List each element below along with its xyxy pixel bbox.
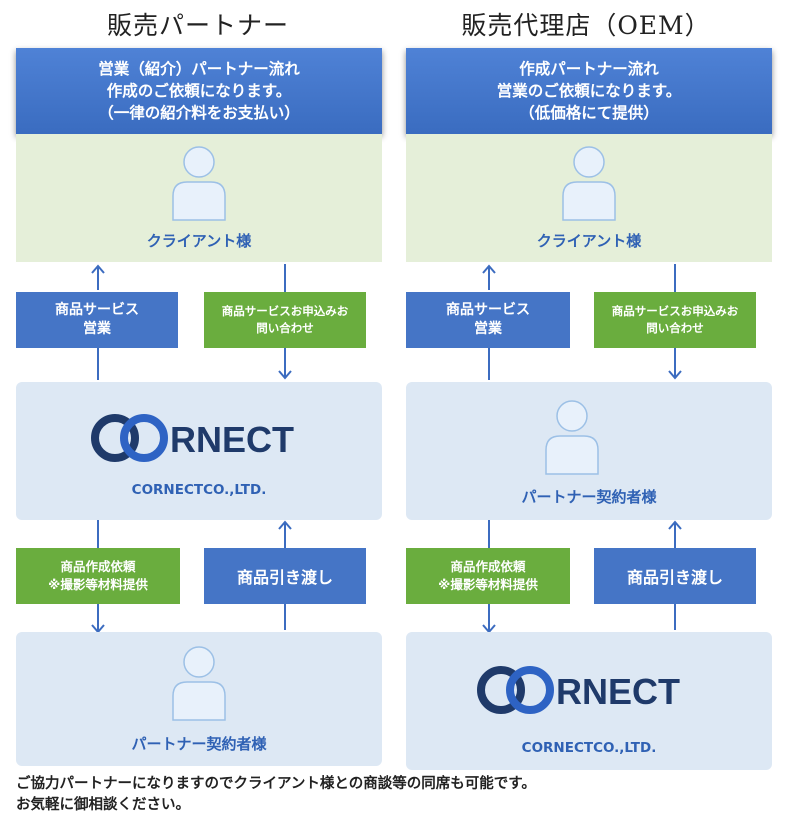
left-header-box: 営業（紹介）パートナー流れ 作成のご依頼になります。 （一律の紹介料をお支払い） <box>16 48 382 134</box>
person-icon <box>172 146 226 221</box>
right-delivery-label: 商品引き渡し <box>594 548 756 604</box>
arrow-up-icon <box>91 264 105 290</box>
arrow-down-icon <box>278 348 292 380</box>
right-company-panel: RNECT CORNECTCO.,LTD. <box>406 632 772 770</box>
connector-line <box>488 520 490 548</box>
left-sales-line-2: 営業 <box>83 321 111 337</box>
cornect-logo-icon: RNECT <box>477 666 680 714</box>
connector-line <box>674 264 676 292</box>
arrow-down-icon <box>482 604 496 634</box>
left-header-line-1: 営業（紹介）パートナー流れ <box>98 60 300 78</box>
connector-line <box>284 264 286 292</box>
cornect-logo-icon: RNECT <box>91 414 294 462</box>
person-icon <box>172 646 226 721</box>
logo-text: RNECT <box>556 671 680 712</box>
left-client-label: クライアント様 <box>146 232 252 250</box>
right-partner-label: パートナー契約者様 <box>521 488 657 506</box>
connector-line <box>488 348 490 380</box>
left-company-name: CORNECTCO.,LTD. <box>131 482 267 498</box>
right-sales-line-2: 営業 <box>474 321 502 337</box>
left-header-line-3: （一律の紹介料をお支払い） <box>98 104 300 122</box>
right-client-panel: クライアント様 <box>406 134 772 262</box>
left-client-panel: クライアント様 <box>16 134 382 262</box>
right-sales-line-1: 商品サービス <box>446 302 530 318</box>
right-inquiry-line-2: 問い合わせ <box>646 321 704 335</box>
right-company-name: CORNECTCO.,LTD. <box>521 740 657 756</box>
right-column-title: 販売代理店（OEM） <box>461 11 711 40</box>
arrow-up-icon <box>278 520 292 548</box>
left-sales-label: 商品サービス 営業 <box>16 292 178 348</box>
arrow-up-icon <box>668 520 682 548</box>
left-order-label: 商品作成依頼 ※撮影等材料提供 <box>16 548 180 604</box>
logo-text: RNECT <box>170 419 294 460</box>
footer-line-1: ご協力パートナーになりますのでクライアント様との商談等の同席も可能です。 <box>16 776 536 792</box>
left-header-line-2: 作成のご依頼になります。 <box>106 82 292 100</box>
left-company-panel: RNECT CORNECTCO.,LTD. <box>16 382 382 520</box>
right-order-line-1: 商品作成依頼 <box>450 559 526 574</box>
right-client-label: クライアント様 <box>536 232 642 250</box>
right-header-line-1: 作成パートナー流れ <box>519 60 659 78</box>
right-inquiry-line-1: 商品サービスお申込みお <box>611 304 739 318</box>
right-header-line-2: 営業のご依頼になります。 <box>496 82 682 100</box>
left-partner-panel: パートナー契約者様 <box>16 632 382 766</box>
left-inquiry-line-1: 商品サービスお申込みお <box>221 304 349 318</box>
left-delivery-text: 商品引き渡し <box>236 568 333 587</box>
left-sales-line-1: 商品サービス <box>55 302 139 318</box>
connector-line <box>97 520 99 548</box>
right-header-box: 作成パートナー流れ 営業のご依頼になります。 （低価格にて提供） <box>406 48 772 134</box>
right-header-line-3: （低価格にて提供） <box>519 104 659 122</box>
right-partner-panel: パートナー契約者様 <box>406 382 772 520</box>
left-order-line-2: ※撮影等材料提供 <box>48 577 148 592</box>
right-inquiry-label: 商品サービスお申込みお 問い合わせ <box>594 292 756 348</box>
left-inquiry-label: 商品サービスお申込みお 問い合わせ <box>204 292 366 348</box>
person-icon <box>562 146 616 221</box>
arrow-down-icon <box>668 348 682 380</box>
left-partner-label: パートナー契約者様 <box>131 735 267 753</box>
right-order-line-2: ※撮影等材料提供 <box>438 577 538 592</box>
connector-line <box>674 604 676 630</box>
left-delivery-label: 商品引き渡し <box>204 548 366 604</box>
connector-line <box>97 348 99 380</box>
footer-line-2: お気軽に御相談ください。 <box>16 797 190 813</box>
person-icon <box>545 400 599 475</box>
left-column-title: 販売パートナー <box>106 11 289 40</box>
connector-line <box>284 604 286 630</box>
left-order-line-1: 商品作成依頼 <box>60 559 136 574</box>
right-delivery-text: 商品引き渡し <box>626 568 723 587</box>
arrow-down-icon <box>91 604 105 634</box>
footer-note: ご協力パートナーになりますのでクライアント様との商談等の同席も可能です。 お気軽… <box>16 774 536 816</box>
right-order-label: 商品作成依頼 ※撮影等材料提供 <box>406 548 570 604</box>
left-inquiry-line-2: 問い合わせ <box>256 321 314 335</box>
right-sales-label: 商品サービス 営業 <box>406 292 570 348</box>
arrow-up-icon <box>482 264 496 290</box>
